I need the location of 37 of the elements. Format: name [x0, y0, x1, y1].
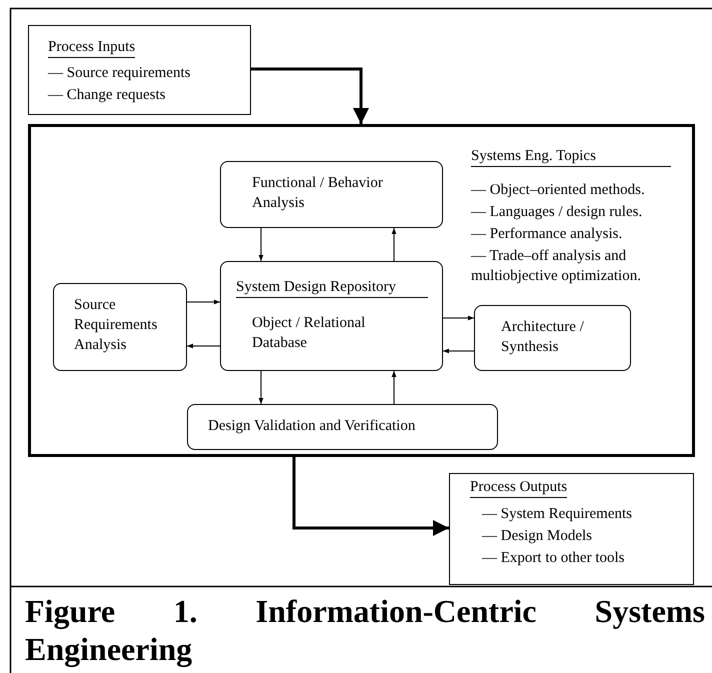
list-item: — Change requests	[48, 86, 166, 105]
arrow	[442, 316, 474, 320]
box-label: Source Requirements Analysis	[74, 296, 158, 355]
list-item: — Source requirements	[48, 64, 190, 83]
arrow	[186, 300, 220, 304]
heading: Process Inputs	[48, 37, 136, 58]
arrow	[292, 457, 449, 536]
arrow	[442, 348, 474, 354]
list-item: — Trade–off analysis and multiobjective optimization.	[471, 247, 642, 286]
box-label: Functional / Behavior Analysis	[252, 174, 384, 213]
process-box	[474, 305, 631, 371]
list-item: — Object–oriented methods.	[471, 181, 645, 200]
box-label: Architecture / Synthesis	[501, 318, 585, 357]
list-item: — Performance analysis.	[471, 225, 622, 244]
list-item: — Export to other tools	[482, 549, 624, 568]
list-item: — Languages / design rules.	[471, 203, 642, 222]
arrow	[258, 370, 264, 404]
repository-box	[220, 261, 443, 371]
heading: Systems Eng. Topics	[471, 146, 671, 167]
heading: Process Outputs	[470, 477, 568, 498]
heading: System Design Repository	[236, 277, 428, 298]
process-box	[53, 283, 187, 371]
list-item: — Design Models	[482, 527, 592, 546]
box-label: Object / Relational Database	[252, 314, 366, 353]
output-box	[449, 473, 694, 585]
arrow	[392, 370, 396, 404]
process-box	[220, 161, 443, 228]
arrow	[186, 344, 220, 348]
process-box	[28, 124, 695, 457]
arrow	[258, 228, 264, 262]
arrow	[251, 68, 369, 124]
list-item: — System Requirements	[482, 505, 632, 524]
figure-caption: Figure 1. Information-Centric Systems Engineering	[25, 592, 705, 668]
arrow	[392, 228, 396, 262]
process-box	[187, 404, 498, 450]
box-label: Design Validation and Verification	[208, 417, 416, 436]
input-box	[28, 25, 251, 115]
